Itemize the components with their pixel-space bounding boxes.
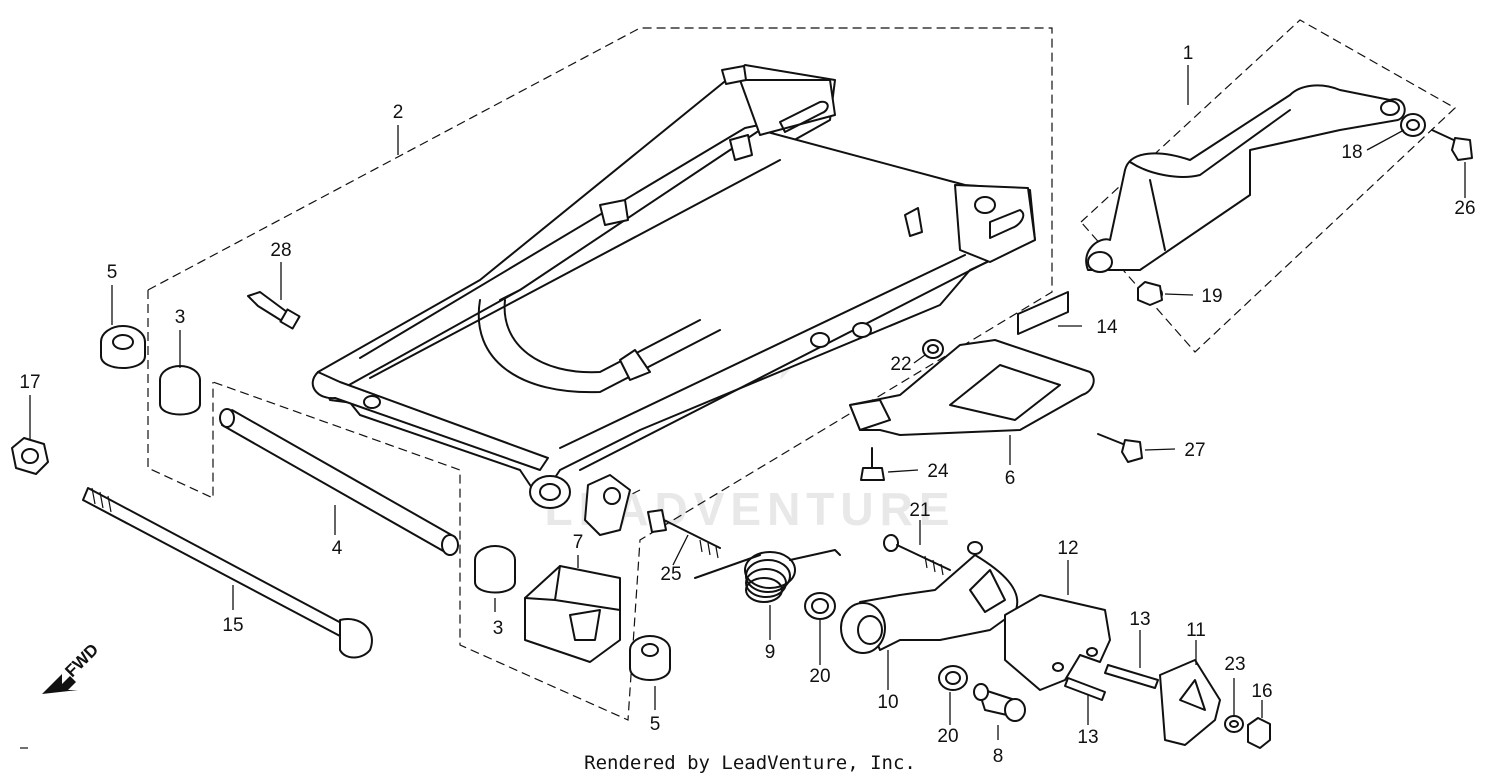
collar-8 <box>973 683 1026 722</box>
part-label-3-upper: 3 <box>175 307 186 328</box>
washer-20-upper <box>804 592 836 620</box>
forward-direction-indicator: FWD <box>42 640 102 694</box>
part-label-14: 14 <box>1096 317 1118 338</box>
washer-23 <box>1224 715 1244 733</box>
plate-11 <box>1159 659 1221 746</box>
part-label-8: 8 <box>993 746 1004 767</box>
part-label-20-upper: 20 <box>809 666 830 687</box>
chain-slider <box>849 339 1095 436</box>
dust-seal-upper <box>100 325 146 369</box>
part-label-9: 9 <box>765 642 776 663</box>
part-label-20-lower: 20 <box>937 726 958 747</box>
pin-13-lower <box>1064 677 1106 701</box>
dust-seal-lower <box>629 635 671 681</box>
part-label-26: 26 <box>1454 198 1475 219</box>
part-label-5-lower: 5 <box>650 714 661 735</box>
bolt-25 <box>647 509 721 559</box>
swingarm <box>311 64 1036 536</box>
part-label-21: 21 <box>909 500 930 521</box>
part-label-17: 17 <box>19 372 40 393</box>
footer-credit: Rendered by LeadVenture, Inc. <box>584 752 916 774</box>
part-label-16: 16 <box>1251 681 1272 702</box>
part-label-22: 22 <box>890 354 911 375</box>
part-label-1: 1 <box>1183 43 1194 64</box>
part-label-7: 7 <box>573 532 584 553</box>
part-label-27: 27 <box>1184 440 1205 461</box>
part-label-19: 19 <box>1201 286 1222 307</box>
bolt-21 <box>883 534 951 576</box>
screw-24 <box>860 447 885 481</box>
grease-fitting <box>247 291 301 330</box>
bushing-upper <box>159 365 201 416</box>
part-label-11: 11 <box>1186 620 1206 641</box>
bolt-26 <box>1431 129 1473 161</box>
collar-22 <box>922 339 944 359</box>
collar-18 <box>1400 113 1426 137</box>
part-label-15: 15 <box>222 615 243 636</box>
collar-19 <box>1137 281 1163 306</box>
part-label-4: 4 <box>332 538 343 559</box>
part-label-28: 28 <box>270 240 291 261</box>
nut-16 <box>1247 717 1271 749</box>
part-label-13-lower: 13 <box>1077 727 1098 748</box>
caution-label <box>1017 291 1069 335</box>
brake-pedal-spring <box>694 549 841 603</box>
part-number-labels: 1 2 3 3 4 5 5 6 7 8 9 10 11 12 13 13 14 … <box>19 43 1475 767</box>
leader-lines <box>29 65 1466 740</box>
part-label-5-upper: 5 <box>107 262 118 283</box>
part-label-25: 25 <box>660 564 681 585</box>
swingarm-stopper <box>524 565 621 663</box>
part-label-3-lower: 3 <box>493 618 504 639</box>
part-label-24: 24 <box>927 461 949 482</box>
chain-guide <box>1085 84 1406 273</box>
pivot-bolt <box>82 487 373 659</box>
part-label-10: 10 <box>877 692 898 713</box>
pivot-nut <box>11 437 49 475</box>
part-label-13-upper: 13 <box>1129 609 1150 630</box>
pivot-collar <box>219 408 459 556</box>
part-label-2: 2 <box>393 102 404 123</box>
part-label-23: 23 <box>1224 654 1245 675</box>
bushing-lower <box>474 545 516 594</box>
part-label-12: 12 <box>1057 538 1078 559</box>
brake-stopper-block <box>1004 594 1111 691</box>
pin-13-upper <box>1104 664 1159 689</box>
washer-20-lower <box>938 665 968 691</box>
bolt-27 <box>1097 433 1143 463</box>
fwd-label: FWD <box>61 640 102 681</box>
part-label-18: 18 <box>1341 142 1362 163</box>
part-label-6: 6 <box>1005 468 1016 489</box>
brake-arm <box>840 541 1019 654</box>
